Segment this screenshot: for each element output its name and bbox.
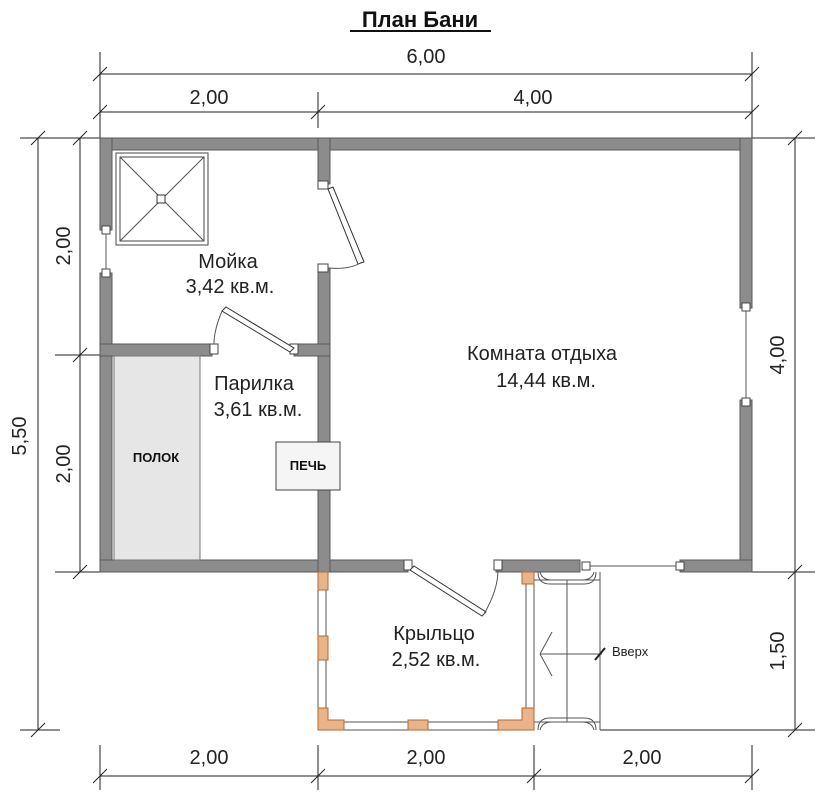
top-dimensions — [92, 52, 760, 138]
room-washroom-name: Мойка — [198, 251, 258, 273]
bench — [113, 355, 201, 561]
dim-left-lower: 2,00 — [53, 445, 75, 484]
window-jambs — [101, 225, 751, 571]
dim-bottom-1: 2,00 — [190, 747, 229, 769]
door-entrance — [403, 559, 503, 617]
door-washroom-lounge — [317, 180, 365, 273]
dim-left-upper: 2,00 — [53, 227, 75, 266]
plan-title: План Бани — [362, 7, 478, 32]
dim-bottom-2: 2,00 — [407, 747, 446, 769]
porch — [317, 571, 535, 731]
stove-label: ПЕЧЬ — [290, 458, 327, 473]
bottom-dimensions — [92, 745, 760, 790]
room-steam-name: Парилка — [214, 373, 295, 395]
dim-top-left: 2,00 — [190, 87, 229, 109]
stairs — [534, 571, 606, 731]
left-dimensions — [20, 130, 110, 738]
dim-right-upper: 4,00 — [767, 336, 789, 375]
room-lounge-name: Комната отдыха — [467, 343, 618, 365]
dim-left-total: 5,50 — [9, 417, 31, 456]
door-washroom-steam — [209, 306, 299, 355]
room-porch-area: 2,52 кв.м. — [392, 649, 481, 671]
shower-tray — [115, 152, 209, 246]
room-lounge-area: 14,44 кв.м. — [496, 370, 596, 392]
dim-bottom-3: 2,00 — [623, 747, 662, 769]
dim-top-total: 6,00 — [407, 46, 446, 68]
walls — [99, 137, 753, 573]
stove — [275, 441, 341, 491]
room-porch-name: Крыльцо — [393, 623, 475, 645]
dim-right-lower: 1,50 — [767, 632, 789, 671]
bench-label: ПОЛОК — [133, 450, 179, 465]
right-dimensions — [600, 130, 815, 738]
dim-top-right: 4,00 — [514, 87, 553, 109]
room-steam-area: 3,61 кв.м. — [214, 399, 303, 421]
room-washroom-area: 3,42 кв.м. — [186, 276, 275, 298]
stairs-up-label: Вверх — [612, 644, 649, 659]
